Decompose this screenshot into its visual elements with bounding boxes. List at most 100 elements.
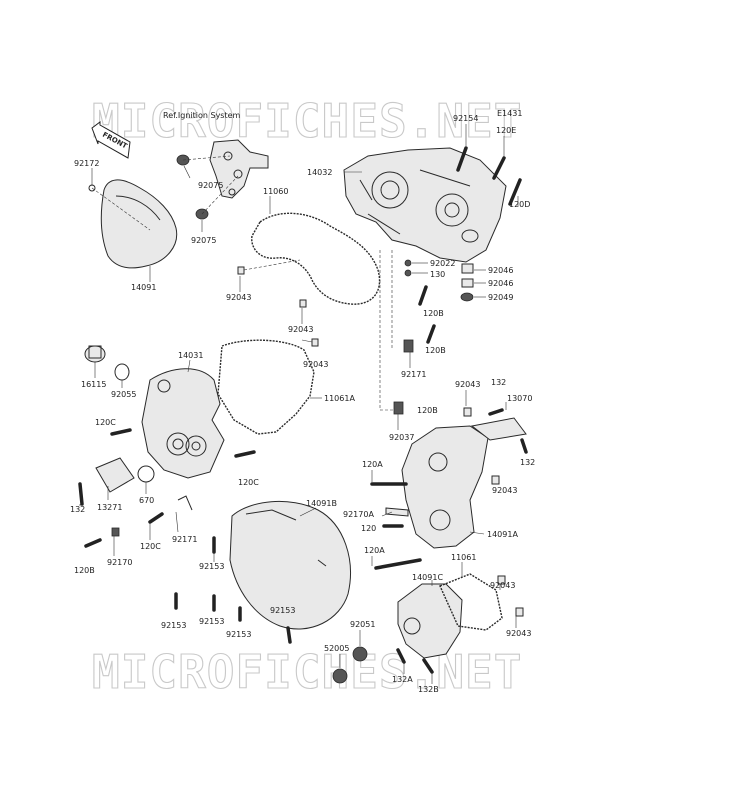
label-14091: 14091 xyxy=(131,283,156,292)
label-92153c: 92153 xyxy=(161,621,186,630)
bolt-120B-mid xyxy=(426,324,436,344)
label-92043c: 92043 xyxy=(303,360,328,369)
label-13070: 13070 xyxy=(507,394,532,403)
dowel-92043a xyxy=(237,266,245,275)
bolt-120D xyxy=(508,178,522,206)
bolt-132B xyxy=(422,658,434,674)
label-92170A: 92170A xyxy=(343,510,374,519)
label-14091A: 14091A xyxy=(487,530,518,539)
dowel-92043e xyxy=(491,475,500,485)
label-132b: 132 xyxy=(520,458,535,467)
dowel-92043b xyxy=(299,299,307,308)
pin-130 xyxy=(404,269,412,277)
label-92051: 92051 xyxy=(350,620,375,629)
clip-92170 xyxy=(111,527,120,537)
dowel-92043f xyxy=(497,575,506,585)
label-92153d: 92153 xyxy=(199,617,224,626)
label-92171a: 92171 xyxy=(401,370,426,379)
label-92153e: 92153 xyxy=(226,630,251,639)
bolt-132-right xyxy=(520,438,528,454)
bolt-132A xyxy=(396,648,406,664)
bolt-132-top xyxy=(488,408,504,416)
bolt-120B-low xyxy=(84,538,102,548)
leader-lines xyxy=(79,124,519,684)
label-92043a: 92043 xyxy=(226,293,251,302)
label-120Bc: 120B xyxy=(417,406,438,415)
gasket-11061 xyxy=(439,573,503,631)
oring-92055 xyxy=(114,363,130,381)
plate-13070 xyxy=(470,417,527,441)
damper-92049 xyxy=(460,292,474,302)
label-52005: 52005 xyxy=(324,644,349,653)
cover-14091C xyxy=(397,583,463,659)
bolt-120C-right xyxy=(234,450,256,458)
label-120B-low: 120B xyxy=(74,566,95,575)
label-13271: 13271 xyxy=(97,503,122,512)
label-92046b: 92046 xyxy=(488,279,513,288)
label-120D: 120D xyxy=(509,200,530,209)
label-92046a: 92046 xyxy=(488,266,513,275)
figure-code: E1431 xyxy=(497,109,522,118)
label-92049: 92049 xyxy=(488,293,513,302)
label-670: 670 xyxy=(139,496,154,505)
clip-92171-low xyxy=(177,495,193,511)
label-120C-low: 120C xyxy=(140,542,161,551)
cover-14091B xyxy=(229,500,351,630)
part-labels: 92154 120E 14032 120D 92172 92075 92075 … xyxy=(70,114,535,694)
housing-14091A xyxy=(401,425,489,549)
cover-14031 xyxy=(141,368,225,479)
label-120Bb: 120B xyxy=(425,346,446,355)
label-14031: 14031 xyxy=(178,351,203,360)
dowel-92043d xyxy=(463,407,472,417)
label-92170: 92170 xyxy=(107,558,132,567)
label-16115: 16115 xyxy=(81,380,106,389)
label-130: 130 xyxy=(430,270,445,279)
dowel-92043c xyxy=(311,338,319,347)
label-92153a: 92153 xyxy=(199,562,224,571)
label-132c: 132 xyxy=(70,505,85,514)
bolt-92154 xyxy=(456,146,468,172)
pin-92022 xyxy=(404,259,412,267)
oring-670 xyxy=(137,465,155,483)
bolt-120E xyxy=(492,156,506,180)
clip-92170A xyxy=(385,507,409,517)
clip-92037 xyxy=(393,401,404,415)
gasket-11061A xyxy=(217,339,315,435)
crankcase-14032 xyxy=(343,147,507,263)
label-14091B: 14091B xyxy=(306,499,337,508)
watermark-top: MICROFICHES.NET xyxy=(92,94,522,148)
label-11061A: 11061A xyxy=(324,394,355,403)
label-92043f: 92043 xyxy=(490,581,515,590)
bolt-120C-low xyxy=(148,512,164,524)
label-120Aa: 120A xyxy=(364,546,385,555)
seal-52005 xyxy=(332,668,348,684)
label-14032: 14032 xyxy=(307,168,332,177)
plate-13271 xyxy=(95,457,135,493)
label-92043d: 92043 xyxy=(455,380,480,389)
label-92043b: 92043 xyxy=(288,325,313,334)
label-120A: 120A xyxy=(362,460,383,469)
cap-16115 xyxy=(84,345,106,363)
label-14091C: 14091C xyxy=(412,573,443,582)
label-92022: 92022 xyxy=(430,259,455,268)
label-11061: 11061 xyxy=(451,553,476,562)
label-92172: 92172 xyxy=(74,159,99,168)
label-92043g: 92043 xyxy=(506,629,531,638)
dowel-92043g xyxy=(515,607,524,617)
label-120C-right: 120C xyxy=(238,478,259,487)
label-92075-bottom: 92075 xyxy=(191,236,216,245)
bolt-92153-e xyxy=(286,626,292,644)
label-120Ba: 120B xyxy=(423,309,444,318)
label-92171b: 92171 xyxy=(172,535,197,544)
label-92055: 92055 xyxy=(111,390,136,399)
gasket-11060 xyxy=(251,212,381,305)
label-92075-top: 92075 xyxy=(198,181,223,190)
clip-92171 xyxy=(403,339,414,353)
label-92037: 92037 xyxy=(389,433,414,442)
bolt-120C-left xyxy=(110,428,132,436)
label-120: 120 xyxy=(361,524,376,533)
cover-14091 xyxy=(88,179,178,269)
label-92153b: 92153 xyxy=(270,606,295,615)
